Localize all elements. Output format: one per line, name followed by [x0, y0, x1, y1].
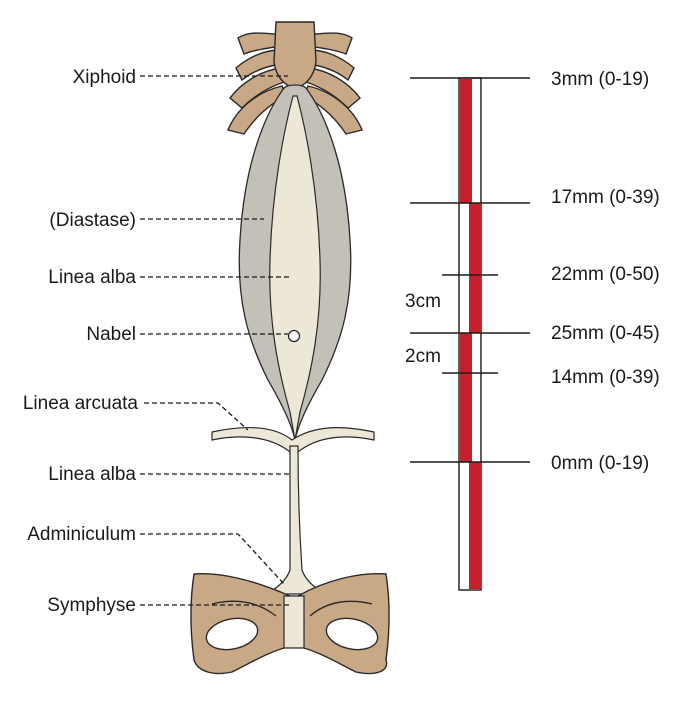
anatomy-labels: Xiphoid (Diastase) Linea alba Nabel Line… — [23, 67, 292, 616]
label-adminiculum: Adminiculum — [27, 524, 136, 545]
ruler-segment — [469, 203, 481, 333]
spacing-label-2cm: 2cm — [405, 346, 441, 367]
nabel-marker — [287, 329, 301, 343]
rib-cage — [227, 21, 363, 135]
measurement-label: 17mm (0-39) — [551, 187, 660, 208]
measurement-label: 25mm (0-45) — [551, 323, 660, 344]
ruler-segment — [460, 79, 472, 203]
measurement-label: 0mm (0-19) — [551, 453, 649, 474]
label-nabel: Nabel — [86, 324, 136, 345]
ruler-segment — [469, 462, 481, 589]
xiphoid-process — [273, 21, 317, 89]
linea-arcuata-shape — [211, 427, 375, 453]
label-diastase: (Diastase) — [49, 210, 136, 231]
linea-alba-upper-shape — [269, 95, 321, 441]
measurement-label: 14mm (0-39) — [551, 367, 660, 388]
ruler-segment — [460, 333, 472, 462]
label-linea-alba-upper: Linea alba — [48, 267, 136, 288]
measurement-ruler: 3cm 2cm 3mm (0-19) 17mm (0-39) 22mm (0-5… — [405, 69, 660, 591]
measurement-label: 22mm (0-50) — [551, 264, 660, 285]
linea-alba-lower-shape — [265, 445, 327, 595]
measurement-label: 3mm (0-19) — [551, 69, 649, 90]
spacing-label-3cm: 3cm — [405, 291, 441, 312]
label-xiphoid: Xiphoid — [73, 67, 136, 88]
symphyse-disc — [283, 595, 305, 649]
label-linea-alba-lower: Linea alba — [48, 464, 136, 485]
label-symphyse: Symphyse — [47, 595, 136, 616]
label-linea-arcuata: Linea arcuata — [23, 393, 139, 414]
pelvis — [190, 572, 390, 675]
